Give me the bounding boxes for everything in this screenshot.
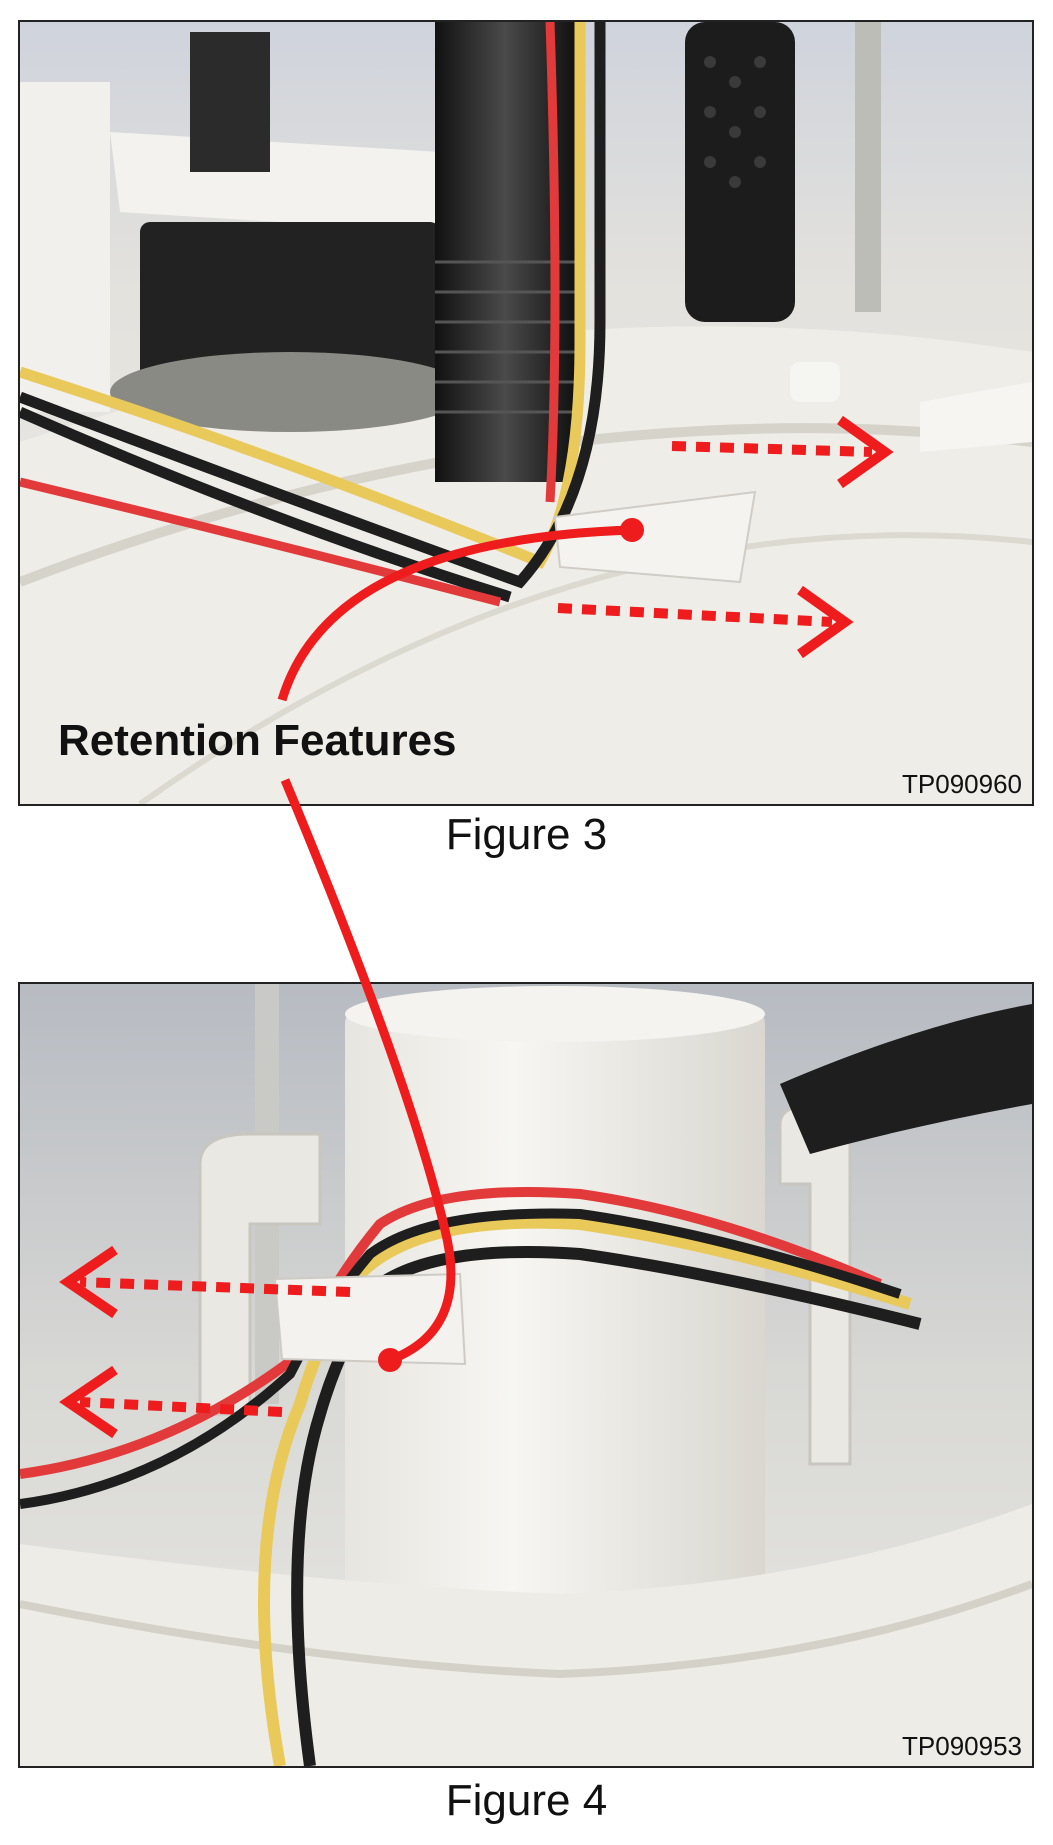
retention-features-label: Retention Features	[58, 716, 457, 765]
photo-id-label: TP090960	[902, 769, 1022, 799]
figure-4-caption: Figure 4	[445, 1776, 608, 1825]
figure-3-photo: TP090960	[18, 20, 1034, 806]
figure-4-illustration	[20, 984, 1032, 1766]
figure-3-illustration	[20, 22, 1032, 804]
photo-id-label: TP090953	[902, 1731, 1022, 1761]
figure-3-caption: Figure 3	[445, 810, 608, 859]
figure-4-photo: TP090953	[18, 982, 1034, 1768]
